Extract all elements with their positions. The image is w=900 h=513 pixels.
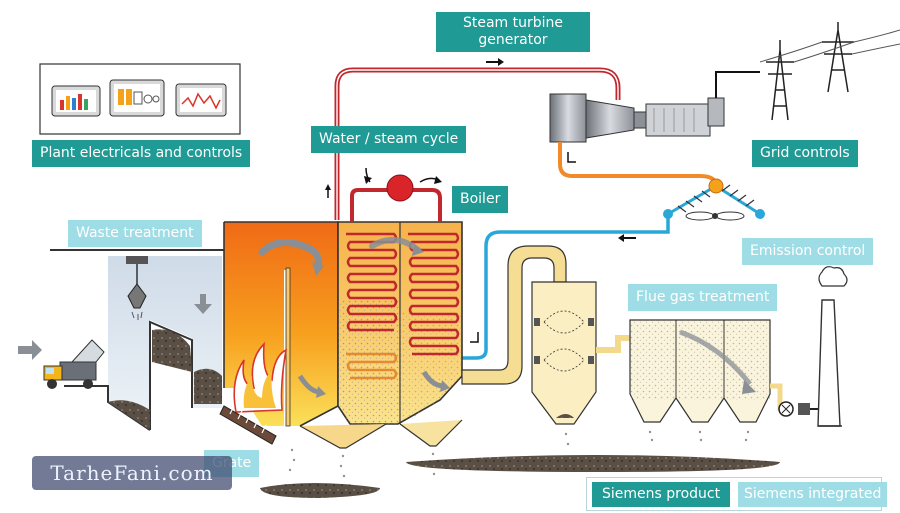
condensate-line	[558, 142, 718, 187]
condenser	[663, 178, 765, 221]
label-emission-control: Emission control	[742, 238, 874, 265]
label-grid-controls: Grid controls	[752, 140, 858, 167]
label-plant-electricals: Plant electricals and controls	[32, 140, 251, 167]
pylon-icon	[759, 22, 900, 121]
label-water-steam-cycle: Water / steam cycle	[311, 126, 467, 153]
label-steam-turbine-text: Steam turbine generator	[462, 15, 564, 48]
steam-line	[334, 58, 621, 220]
watermark: TarheFani.com	[32, 456, 232, 490]
ash-hoppers	[260, 419, 463, 498]
label-waste-treatment: Waste treatment	[68, 220, 202, 247]
turbine-generator	[549, 71, 760, 143]
fan-icon	[685, 211, 745, 221]
label-boiler: Boiler	[452, 186, 509, 213]
chimney-icon	[817, 299, 842, 427]
grate	[219, 405, 277, 445]
monitor-bar-icon	[51, 85, 101, 117]
boiler-drum	[325, 167, 442, 222]
legend-siemens-product: Siemens product	[592, 482, 731, 507]
legend-siemens-integrated: Siemens integrated	[738, 482, 888, 507]
feedwater-line	[420, 214, 670, 360]
boiler-body	[337, 221, 463, 425]
spray-tower	[531, 281, 632, 425]
label-flue-gas-treatment: Flue gas treatment	[628, 284, 778, 311]
control-panel	[39, 63, 241, 135]
waste-bunker	[50, 249, 228, 431]
steam-coils	[346, 232, 460, 380]
label-steam-turbine: Steam turbine generator	[436, 12, 590, 52]
fabric-filter	[406, 319, 780, 472]
monitor-line-icon	[175, 83, 227, 117]
fan-icon	[770, 383, 822, 417]
truck-icon	[18, 339, 105, 389]
smoke-icon	[818, 266, 848, 287]
monitor-gauge-icon	[109, 79, 165, 117]
flames	[233, 341, 288, 413]
grab-crane-icon	[126, 256, 148, 320]
